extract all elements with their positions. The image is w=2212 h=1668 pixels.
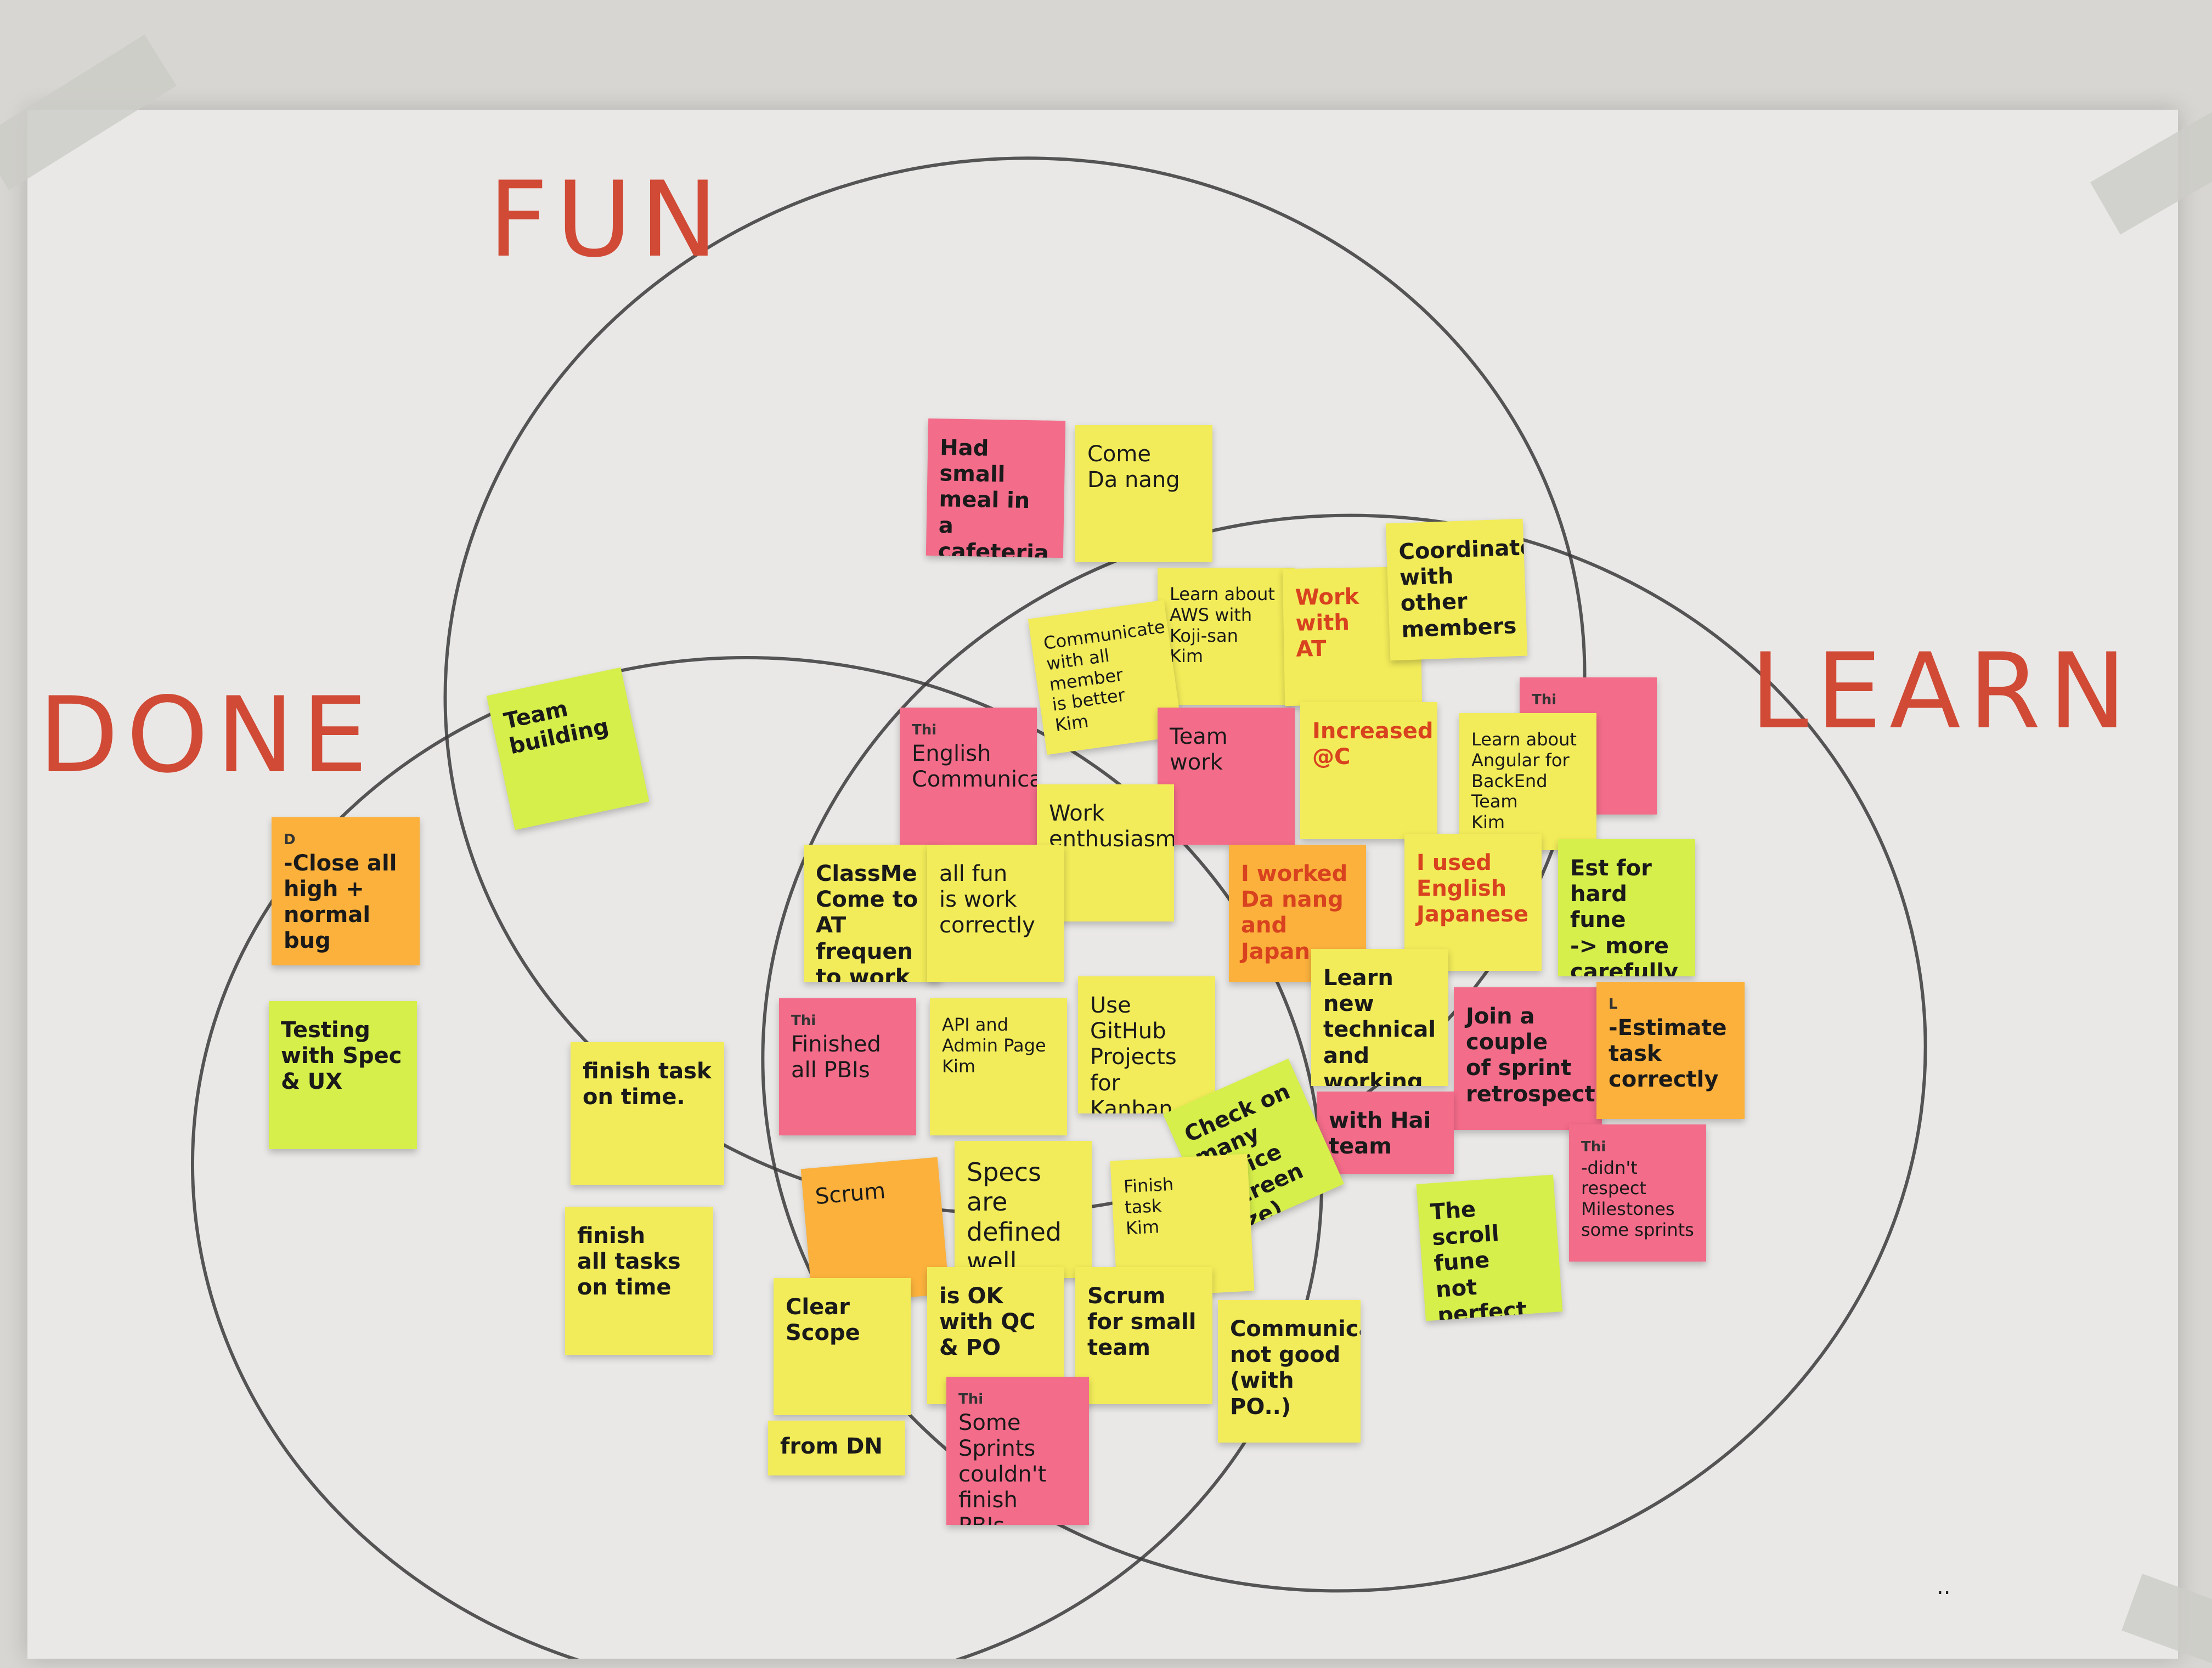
note-text: all fun is work correctly [939, 861, 1035, 938]
note-text: API and Admin Page Kim [942, 1014, 1046, 1077]
note-text: Finish task Kim [1123, 1173, 1175, 1239]
note-text: Coordinate with other members [1398, 534, 1528, 643]
sticky-note: Use GitHub Projects for Kanban [1078, 976, 1215, 1113]
sticky-note: Coordinate with other members [1385, 518, 1528, 661]
note-text: Est for hard fune -> more carefully BE f… [1570, 856, 1678, 976]
note-text: Learn about AWS with Koji-san Kim [1170, 584, 1275, 667]
sticky-note: D -Close all high + normal bug [272, 817, 420, 965]
sticky-note: Join a couple of sprint retrospective [1454, 987, 1602, 1130]
note-text: Work enthusiasm [1049, 801, 1174, 852]
sticky-note: Come Da nang [1075, 425, 1212, 562]
sticky-note: Testing with Spec & UX [269, 1001, 417, 1149]
sticky-note: ClassMe Come to AT frequen to work toget… [804, 845, 941, 982]
note-text: Clear Scope [786, 1294, 860, 1346]
sticky-note: Learn new technical and working process [1311, 949, 1448, 1086]
note-text: Team work [1170, 724, 1228, 776]
note-tag: D [284, 832, 296, 848]
note-text: Learn about Angular for BackEnd Team Kim [1471, 729, 1577, 833]
sticky-note: finish task on time. [571, 1042, 724, 1185]
note-tag: Thi [1581, 1139, 1606, 1155]
note-text: finish all tasks on time [577, 1223, 681, 1301]
sticky-note: Learn about Angular for BackEnd Team Kim [1459, 713, 1596, 850]
note-text: Learn new technical and working process [1323, 965, 1436, 1086]
sticky-note: API and Admin Page Kim [930, 998, 1067, 1135]
note-text: -Estimate task correctly [1609, 1015, 1727, 1093]
note-text: Communicate with all member is better Ki… [1042, 616, 1166, 736]
note-text: Team building [501, 696, 611, 760]
sticky-note: Communication not good (with PO..) [1218, 1300, 1361, 1443]
sticky-note: with Hai team [1317, 1092, 1454, 1174]
sticky-note: Team work [1158, 708, 1295, 845]
heading-learn: LEARN [1750, 631, 2135, 752]
note-text: -didn't respect Milestones some sprints [1581, 1157, 1694, 1240]
sticky-note: I worked Da nang and Japan [1229, 845, 1366, 982]
note-text: Finished all PBIs [791, 1031, 881, 1083]
sticky-note: Increased @C [1300, 702, 1437, 839]
sticky-note: Thi -didn't respect Milestones some sprin… [1569, 1124, 1706, 1262]
note-text: English Communication [912, 740, 1037, 792]
sticky-note: The scroll fune not perfect sometimes [1416, 1174, 1563, 1321]
note-tag: Thi [791, 1013, 816, 1029]
sticky-note: all fun is work correctly [927, 845, 1064, 982]
corner-mark: .. [1937, 1574, 1951, 1599]
note-text: Communication not good (with PO..) [1230, 1316, 1361, 1420]
note-text: I used English Japanese [1417, 850, 1529, 928]
sticky-note: I used English Japanese [1404, 834, 1542, 971]
sticky-note: finish all tasks on time [565, 1207, 713, 1355]
note-text: ClassMe Come to AT frequen to work toget… [816, 861, 918, 982]
note-text: -Close all high + normal bug [284, 850, 397, 954]
note-text: finish task on time. [583, 1059, 712, 1110]
note-text: with Hai team [1329, 1108, 1431, 1160]
learn-circle [761, 513, 1927, 1593]
note-tag: Thi [958, 1391, 984, 1407]
note-text: from DN [780, 1434, 883, 1459]
sticky-note: Est for hard fune -> more carefully BE f… [1558, 839, 1695, 976]
note-text: Some Sprints couldn't finish PBIs [958, 1410, 1047, 1525]
sticky-note: Had small meal in a cafeteria [926, 418, 1066, 558]
note-tag [940, 433, 1053, 435]
sticky-note: Team building [486, 667, 650, 830]
note-text: Come Da nang [1087, 442, 1180, 493]
note-text: Join a couple of sprint retrospective [1466, 1004, 1602, 1107]
note-text: is OK with QC & PO [939, 1283, 1036, 1361]
sticky-note: Clear Scope [774, 1278, 911, 1415]
sticky-note: from DN [768, 1421, 905, 1475]
sticky-note: Learn about AWS with Koji-san Kim [1158, 568, 1295, 705]
heading-done: DONE [38, 675, 376, 796]
heading-fun: FUN [488, 159, 726, 280]
note-text: Testing with Spec & UX [281, 1017, 402, 1095]
sticky-note: Scrum for small team [1075, 1267, 1212, 1404]
note-tag: Thi [1532, 692, 1557, 708]
sticky-note: L -Estimate task correctly [1596, 982, 1745, 1119]
note-text: I worked Da nang and Japan [1241, 861, 1348, 964]
note-tag: L [1609, 996, 1618, 1013]
note-text: Increased @C [1312, 719, 1434, 770]
note-text: Scrum [814, 1178, 887, 1210]
note-text: The scroll fune not perfect sometimes [1429, 1196, 1563, 1321]
note-text: Had small meal in a cafeteria [938, 435, 1049, 558]
note-text: Specs are defined well [967, 1157, 1062, 1276]
note-text: Use GitHub Projects for Kanban [1090, 993, 1177, 1113]
note-text: Scrum for small team [1087, 1283, 1197, 1361]
sticky-note: Specs are defined well [955, 1141, 1092, 1278]
note-tag: Thi [912, 722, 937, 738]
done-circle [190, 655, 1324, 1659]
